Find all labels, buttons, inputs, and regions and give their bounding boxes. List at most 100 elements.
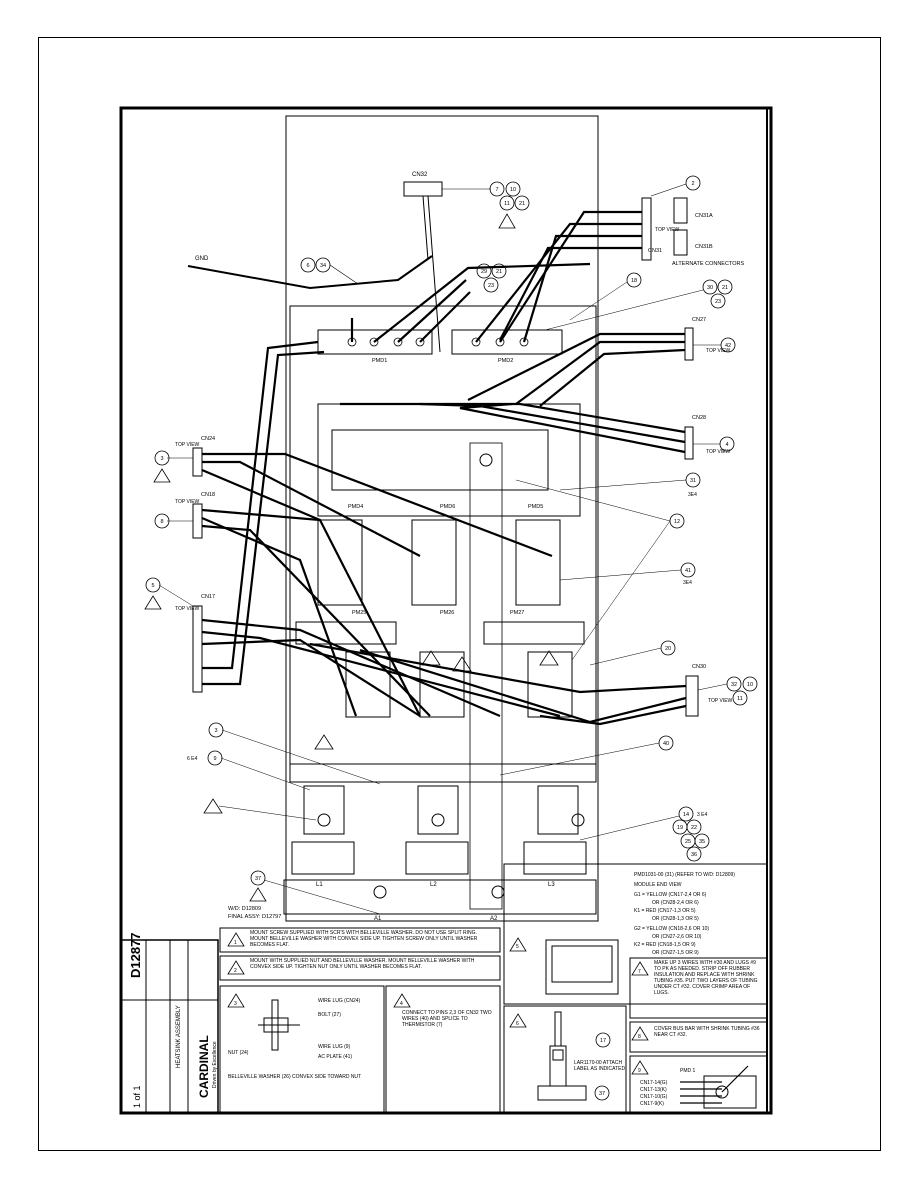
svg-text:34: 34 xyxy=(320,263,326,269)
svg-text:8: 8 xyxy=(638,1034,641,1040)
svg-text:2: 2 xyxy=(234,968,237,974)
svg-text:8: 8 xyxy=(160,519,163,525)
svg-text:21: 21 xyxy=(519,201,525,207)
svg-text:14: 14 xyxy=(683,812,689,818)
svg-text:9: 9 xyxy=(213,756,216,762)
svg-text:A1: A1 xyxy=(374,916,382,922)
scr-modules xyxy=(295,519,585,718)
svg-text:CN17-10(G): CN17-10(G) xyxy=(640,1094,668,1100)
svg-text:TOP VIEW: TOP VIEW xyxy=(706,348,731,354)
note-1-box xyxy=(219,927,501,953)
svg-text:L1: L1 xyxy=(316,882,323,888)
note-4-box xyxy=(385,985,501,1113)
svg-text:29: 29 xyxy=(481,269,487,275)
svg-text:CN31A: CN31A xyxy=(695,213,713,219)
svg-text:2: 2 xyxy=(691,181,694,187)
svg-text:OR (CN28-1,3 OR 5): OR (CN28-1,3 OR 5) xyxy=(652,916,699,922)
cn27-connector xyxy=(684,327,694,361)
svg-text:31: 31 xyxy=(690,478,696,484)
svg-text:WIRE LUG (CN24): WIRE LUG (CN24) xyxy=(318,998,361,1004)
svg-text:21: 21 xyxy=(722,285,728,291)
svg-text:37: 37 xyxy=(255,876,261,882)
svg-text:CN31B: CN31B xyxy=(695,244,713,250)
svg-text:PMD 1: PMD 1 xyxy=(680,1068,696,1074)
svg-text:3: 3 xyxy=(214,728,217,734)
bus-bar-center xyxy=(469,442,503,910)
svg-text:23: 23 xyxy=(715,299,721,305)
svg-text:12: 12 xyxy=(674,519,680,525)
svg-text:G1 = YELLOW (CN17-2,4 OR 6): G1 = YELLOW (CN17-2,4 OR 6) xyxy=(634,892,707,898)
svg-text:PMD2: PMD2 xyxy=(498,358,513,364)
pmd-module-bar xyxy=(331,429,549,491)
note-2-box xyxy=(219,955,501,981)
svg-text:6 E4: 6 E4 xyxy=(187,756,198,762)
svg-text:41: 41 xyxy=(685,568,691,574)
cn31-wires xyxy=(475,210,642,343)
svg-text:WIRE LUG (9): WIRE LUG (9) xyxy=(318,1044,351,1050)
svg-text:21: 21 xyxy=(496,269,502,275)
svg-text:K2 = RED (CN18-1,5 OR 9): K2 = RED (CN18-1,5 OR 9) xyxy=(634,942,696,948)
note-flags xyxy=(144,213,559,902)
cn24-connector xyxy=(192,447,203,477)
note-5-box xyxy=(503,863,768,1005)
svg-text:CN17-9(K): CN17-9(K) xyxy=(640,1101,664,1107)
svg-text:BOLT (27): BOLT (27) xyxy=(318,1012,341,1018)
note-9-box xyxy=(629,1055,768,1113)
note-2-text: MOUNT WITH SUPPLIED NUT AND BELLEVILLE W… xyxy=(250,958,475,970)
svg-text:19: 19 xyxy=(677,825,683,831)
svg-text:7: 7 xyxy=(495,187,498,193)
svg-text:A2: A2 xyxy=(490,916,498,922)
svg-text:CN17: CN17 xyxy=(201,594,215,600)
svg-text:20: 20 xyxy=(665,646,671,652)
svg-text:W/D: D12809: W/D: D12809 xyxy=(228,906,261,912)
cn18-connector xyxy=(192,503,203,539)
cn31a-connector xyxy=(673,197,688,224)
svg-text:TOP VIEW: TOP VIEW xyxy=(655,227,680,233)
cn32-connector xyxy=(403,181,443,197)
svg-text:PMD6: PMD6 xyxy=(440,504,455,510)
lower-bus-block xyxy=(289,763,597,783)
svg-text:FINAL ASSY: D12797: FINAL ASSY: D12797 xyxy=(228,914,281,920)
svg-text:CN28: CN28 xyxy=(692,415,706,421)
svg-text:PM25: PM25 xyxy=(352,610,366,616)
svg-text:35: 35 xyxy=(699,839,705,845)
svg-text:30: 30 xyxy=(707,285,713,291)
svg-text:23: 23 xyxy=(488,283,494,289)
svg-text:5: 5 xyxy=(516,944,519,950)
svg-text:6: 6 xyxy=(516,1021,519,1027)
heatsink-upper xyxy=(317,403,581,517)
svg-text:L3: L3 xyxy=(548,882,555,888)
page-frame xyxy=(38,37,881,1151)
cn31-connector xyxy=(641,197,652,261)
svg-text:36: 36 xyxy=(691,852,697,858)
cn32-label: CN32 xyxy=(412,172,428,178)
svg-text:22: 22 xyxy=(691,825,697,831)
svg-text:5: 5 xyxy=(151,583,154,589)
heatsink-plate xyxy=(285,115,599,922)
svg-text:ALTERNATE CONNECTORS: ALTERNATE CONNECTORS xyxy=(672,261,744,267)
svg-text:PM26: PM26 xyxy=(440,610,454,616)
svg-text:PM27: PM27 xyxy=(510,610,524,616)
pmd2-strip xyxy=(451,329,563,355)
gnd-wire xyxy=(187,255,433,290)
svg-text:AC PLATE (41): AC PLATE (41) xyxy=(318,1054,352,1060)
svg-text:TOP VIEW: TOP VIEW xyxy=(175,606,200,612)
note-3-box xyxy=(219,985,385,1113)
svg-text:11: 11 xyxy=(504,201,510,207)
svg-text:10: 10 xyxy=(747,682,753,688)
svg-text:PMD1: PMD1 xyxy=(372,358,387,364)
cn30-connector xyxy=(685,675,699,717)
svg-text:4: 4 xyxy=(725,442,728,448)
note-8-box xyxy=(629,1021,768,1053)
svg-text:CN17-14(G): CN17-14(G) xyxy=(640,1080,668,1086)
svg-text:TOP VIEW: TOP VIEW xyxy=(175,499,200,505)
svg-text:OR (CN27-2,6 OR 10): OR (CN27-2,6 OR 10) xyxy=(652,934,702,940)
svg-text:MODULE END VIEW: MODULE END VIEW xyxy=(634,882,682,888)
brand-logo: CARDINAL xyxy=(197,1035,211,1098)
svg-text:CN30: CN30 xyxy=(692,664,706,670)
svg-text:TOP VIEW: TOP VIEW xyxy=(175,442,200,448)
svg-text:3 E4: 3 E4 xyxy=(697,812,708,818)
svg-text:G2 = YELLOW (CN18-2,6 OR 10): G2 = YELLOW (CN18-2,6 OR 10) xyxy=(634,926,709,932)
drawing-number: D12877 xyxy=(128,932,143,978)
